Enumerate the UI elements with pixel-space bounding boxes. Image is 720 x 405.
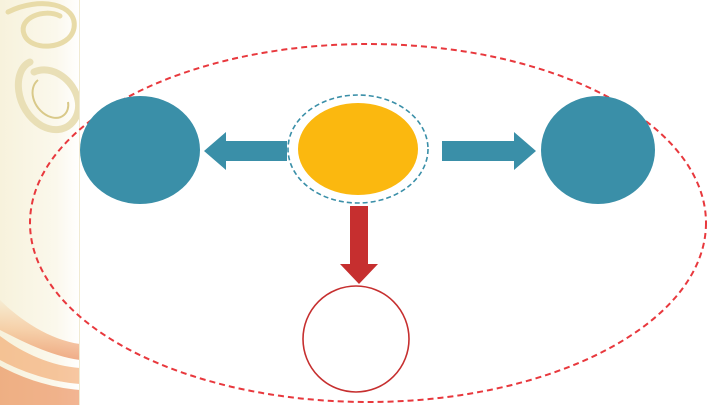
bottom-node[interactable]	[302, 285, 410, 393]
deco-flow-wave-1	[0, 300, 80, 360]
center-node[interactable]	[298, 103, 418, 195]
decorative-left-strip	[0, 0, 80, 405]
down-arrow	[340, 206, 378, 284]
right-node[interactable]	[541, 96, 655, 204]
left-arrow	[204, 132, 287, 170]
deco-flow-wave-3	[0, 366, 80, 405]
outer-dashed-boundary	[29, 43, 707, 403]
right-arrow	[442, 132, 536, 170]
deco-swirl-ring-inner	[31, 79, 70, 119]
center-node-dashed-ring	[287, 94, 429, 204]
deco-flow-wave-2	[0, 336, 80, 384]
deco-swirl-top	[5, 1, 77, 49]
deco-swirl-ring	[14, 58, 80, 134]
left-node[interactable]	[80, 96, 200, 204]
